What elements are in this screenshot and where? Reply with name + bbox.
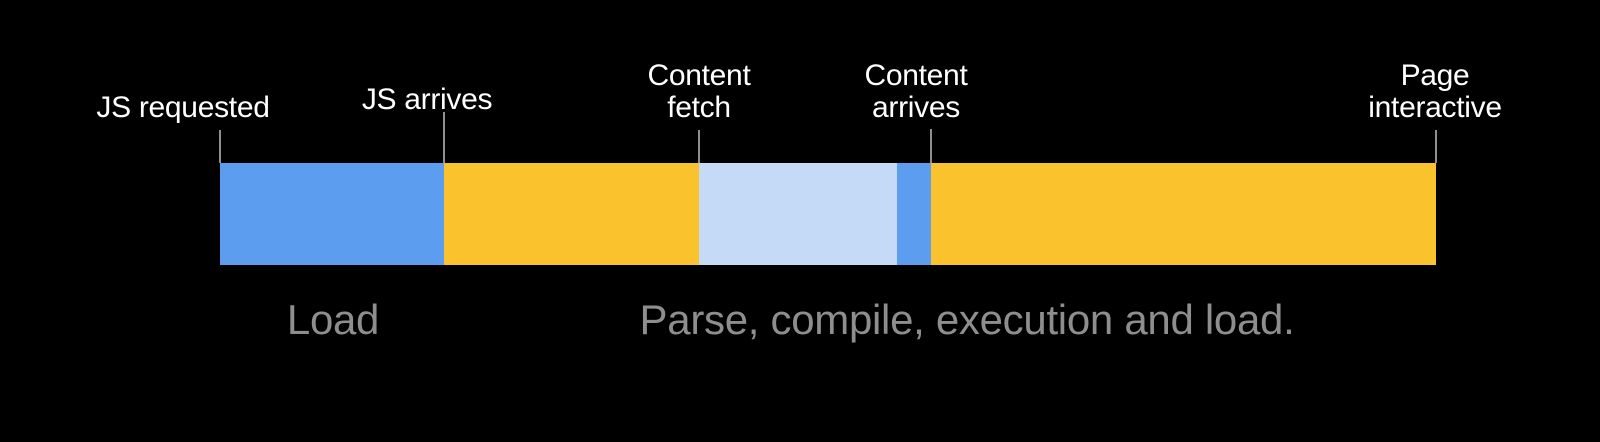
milestone-label-line: fetch [667, 91, 731, 124]
milestone-label-line: interactive [1368, 91, 1502, 124]
segment-parse-compile-2 [931, 163, 1436, 265]
timeline-bar [220, 163, 1436, 265]
phase-parse-compile: Parse, compile, execution and load. [639, 296, 1295, 343]
segment-content-download [897, 163, 931, 265]
milestone-label-line: JS arrives [361, 83, 493, 116]
segment-parse-compile-1 [444, 163, 699, 265]
milestone-label-line: Page [1400, 59, 1470, 92]
milestone-tick-js-requested [219, 130, 221, 163]
milestone-label-line: Content [864, 59, 968, 92]
milestone-label-line: JS requested [96, 91, 270, 124]
milestone-tick-page-interactive [1435, 130, 1437, 163]
milestone-label-line: arrives [872, 91, 960, 124]
milestone-tick-content-fetch [698, 130, 700, 163]
milestone-label-js-arrives: JS arrives [361, 83, 493, 116]
segment-js-download [220, 163, 444, 265]
milestone-label-js-requested: JS requested [96, 92, 269, 124]
phase-load: Load [286, 296, 380, 343]
segment-content-fetch [699, 163, 897, 265]
milestone-label-line: Content [647, 59, 751, 92]
milestone-tick-js-arrives [443, 112, 445, 163]
milestone-tick-content-arrives [930, 129, 932, 163]
